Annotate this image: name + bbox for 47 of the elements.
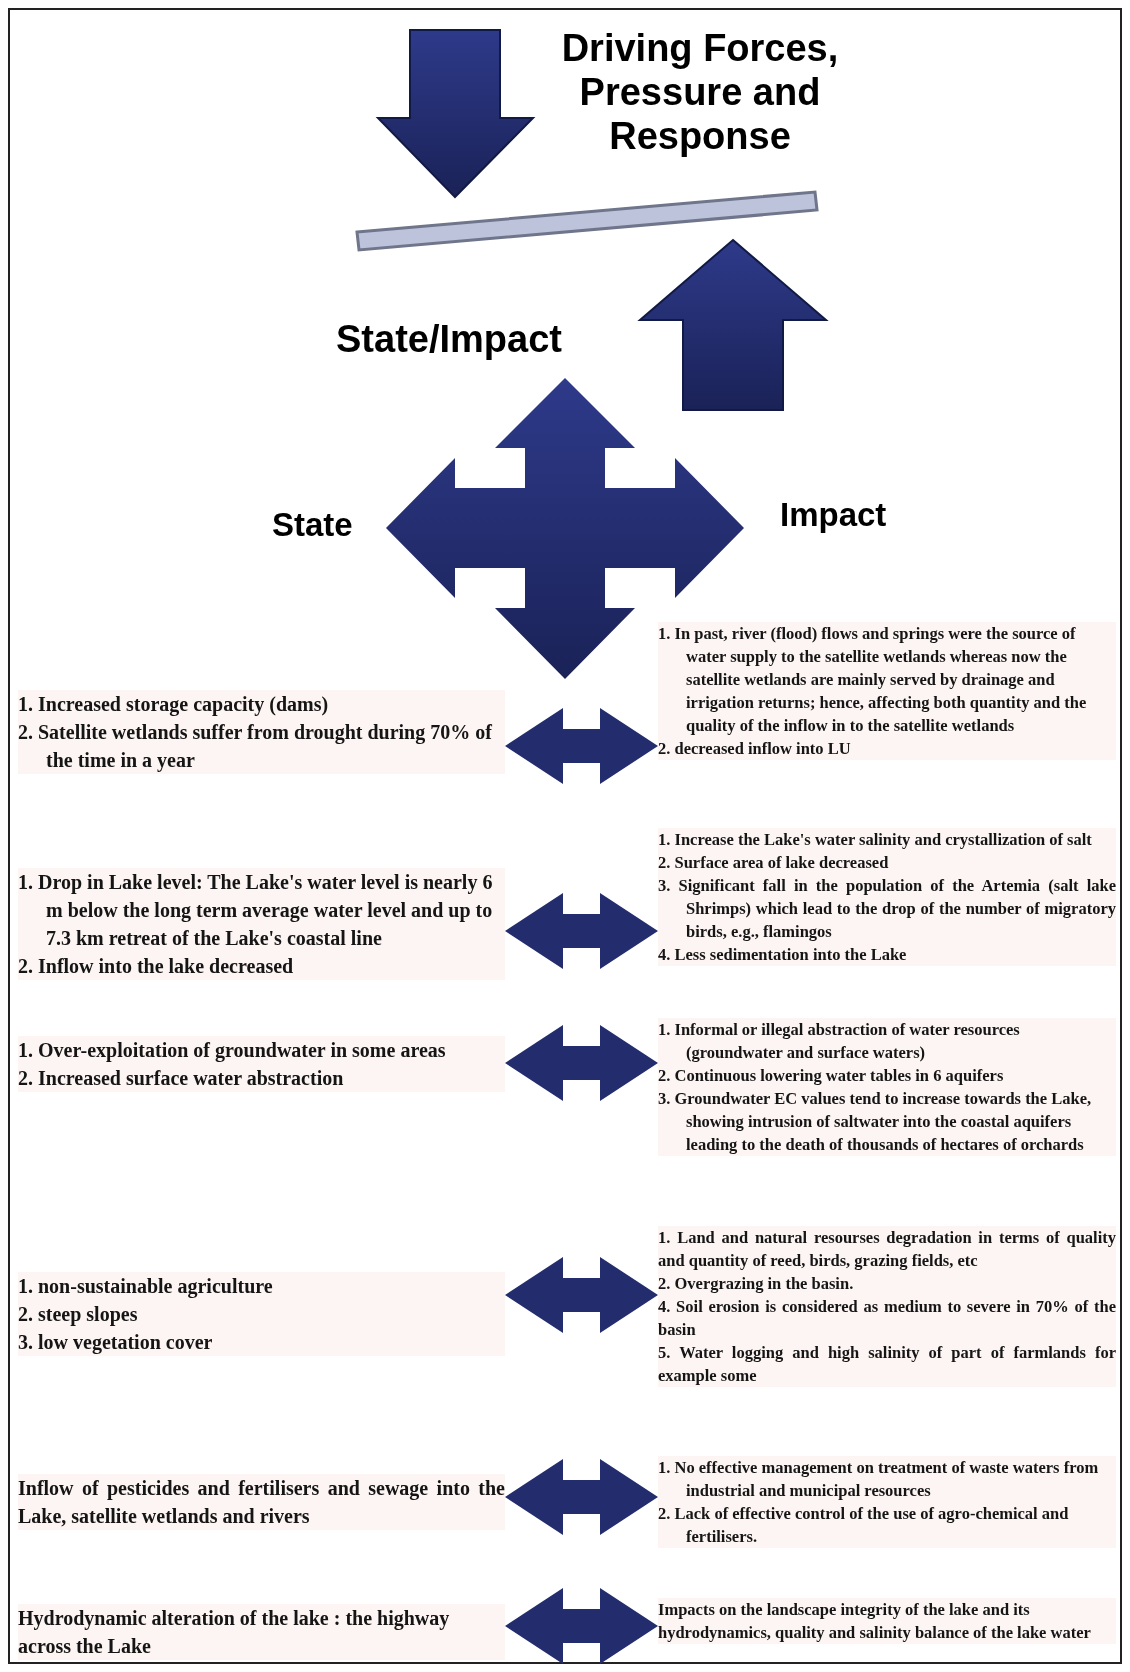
list-item: 4. Soil erosion is considered as medium to severe in 70% of the basin [658, 1296, 1116, 1341]
list-item: 2. Inflow into the lake decreased [18, 954, 295, 979]
double-arrow [505, 893, 658, 969]
list-item: Inflow of pesticides and fertilisers and sewage into the Lake, satellite wetlands and rivers [18, 1476, 505, 1529]
text-panel [658, 1226, 1116, 1387]
list-item: Hydrodynamic alteration of the lake : the highway across the Lake [18, 1606, 451, 1659]
list-item: 2. Overgrazing in the basin. [658, 1273, 855, 1295]
text-panel [18, 1272, 505, 1356]
list-item: 5. Water logging and high salinity of part of farmlands for example some [658, 1342, 1116, 1387]
text-panel [658, 622, 1116, 760]
text-panel [18, 1604, 505, 1660]
list-item: 1. Over-exploitation of groundwater in some areas [18, 1038, 447, 1064]
list-item: 2. decreased inflow into LU [658, 738, 852, 760]
list-item: 2. Continuous lowering water tables in 6 aquifers [658, 1065, 1005, 1087]
list-item: 3. Groundwater EC values tend to increase towards the Lake, showing intrusion of saltwater into the coastal aquifers leading to the death of thousands of hectares of orchards [658, 1088, 1093, 1156]
heading-label: Impact [780, 496, 887, 534]
text-panel [658, 1018, 1116, 1156]
list-item: Impacts on the landscape integrity of the lake and its hydrodynamics, quality and salinity balance of the lake water [658, 1599, 1092, 1644]
list-item: 1. Increased storage capacity (dams) [18, 692, 330, 718]
text-panel [18, 1036, 505, 1092]
list-item: 3. Significant fall in the population of the Artemia (salt lake Shrimps) which lead to the drop of the number of migratory birds, e.g., flamingos [658, 875, 1116, 943]
text-panel [658, 1456, 1116, 1548]
list-item: 1. Drop in Lake level: The Lake's water level is nearly 6 m below the long term average water level and up to 7.3 km retreat of the Lake's coastal line [18, 870, 494, 951]
text-panel [658, 828, 1116, 966]
list-item: 1. Increase the Lake's water salinity and crystallization of salt [658, 829, 1093, 851]
list-item: 1. In past, river (flood) flows and springs were the source of water supply to the satellite wetlands whereas now the satellite wetlands are mainly served by drainage and irrigation returns; hence, affecting both quantity and the quality of the inflow in to the satellite wetlands [658, 623, 1088, 737]
double-arrow [505, 708, 658, 784]
heading-label: State [272, 506, 353, 544]
list-item: 1. No effective management on treatment of waste waters from industrial and municipal resources [658, 1457, 1100, 1502]
title: Driving Forces, Pressure and Response [560, 26, 840, 158]
list-item: 2. Increased surface water abstraction [18, 1066, 345, 1091]
text-panel [18, 868, 505, 980]
list-item: 4. Less sedimentation into the Lake [658, 944, 908, 966]
double-arrow [505, 1025, 658, 1101]
list-item: 1. Informal or illegal abstraction of water resources (groundwater and surface waters) [658, 1019, 1021, 1064]
list-item: 2. steep slopes [18, 1302, 139, 1328]
list-item: 3. low vegetation cover [18, 1330, 214, 1356]
list-item: 1. Land and natural resourses degradation in terms of quality and quantity of reed, birds, grazing fields, etc [658, 1227, 1116, 1272]
double-arrow [505, 1257, 658, 1333]
double-arrow [505, 1459, 658, 1535]
text-panel [18, 690, 505, 774]
list-item: 2. Lack of effective control of the use of agro-chemical and fertilisers. [658, 1503, 1070, 1548]
list-item: 1. non-sustainable agriculture [18, 1274, 274, 1300]
heading-label: State/Impact [336, 318, 562, 361]
double-arrow [505, 1588, 658, 1664]
list-item: 2. Surface area of lake decreased [658, 852, 890, 874]
list-item: 2. Satellite wetlands suffer from drought during 70% of the time in a year [18, 720, 493, 774]
